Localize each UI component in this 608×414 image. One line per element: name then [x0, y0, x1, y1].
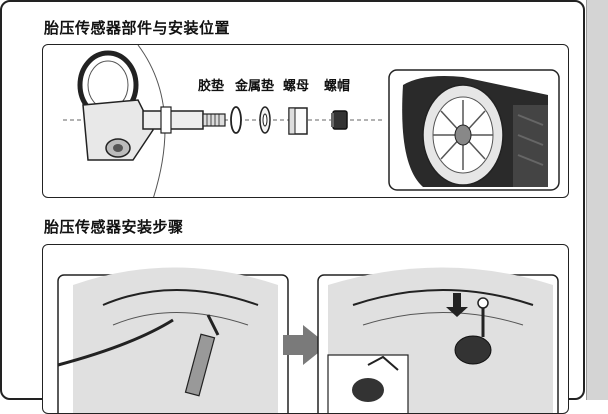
page-edge-tab [586, 0, 608, 400]
steps-section-title: 胎压传感器安装步骤 [44, 218, 184, 236]
steps-diagram-box [42, 244, 569, 414]
parts-section-title: 胎压传感器部件与安装位置 [44, 19, 231, 37]
label-metal-washer: 金属垫 [235, 79, 275, 94]
parts-diagram-box: 胶垫 金属垫 螺母 螺帽 [42, 44, 569, 198]
label-rubber-washer: 胶垫 [198, 79, 225, 94]
sensor-parts-illustration [63, 45, 560, 197]
install-steps-illustration [57, 267, 559, 413]
label-cap: 螺帽 [324, 79, 351, 94]
label-nut: 螺母 [283, 79, 310, 94]
